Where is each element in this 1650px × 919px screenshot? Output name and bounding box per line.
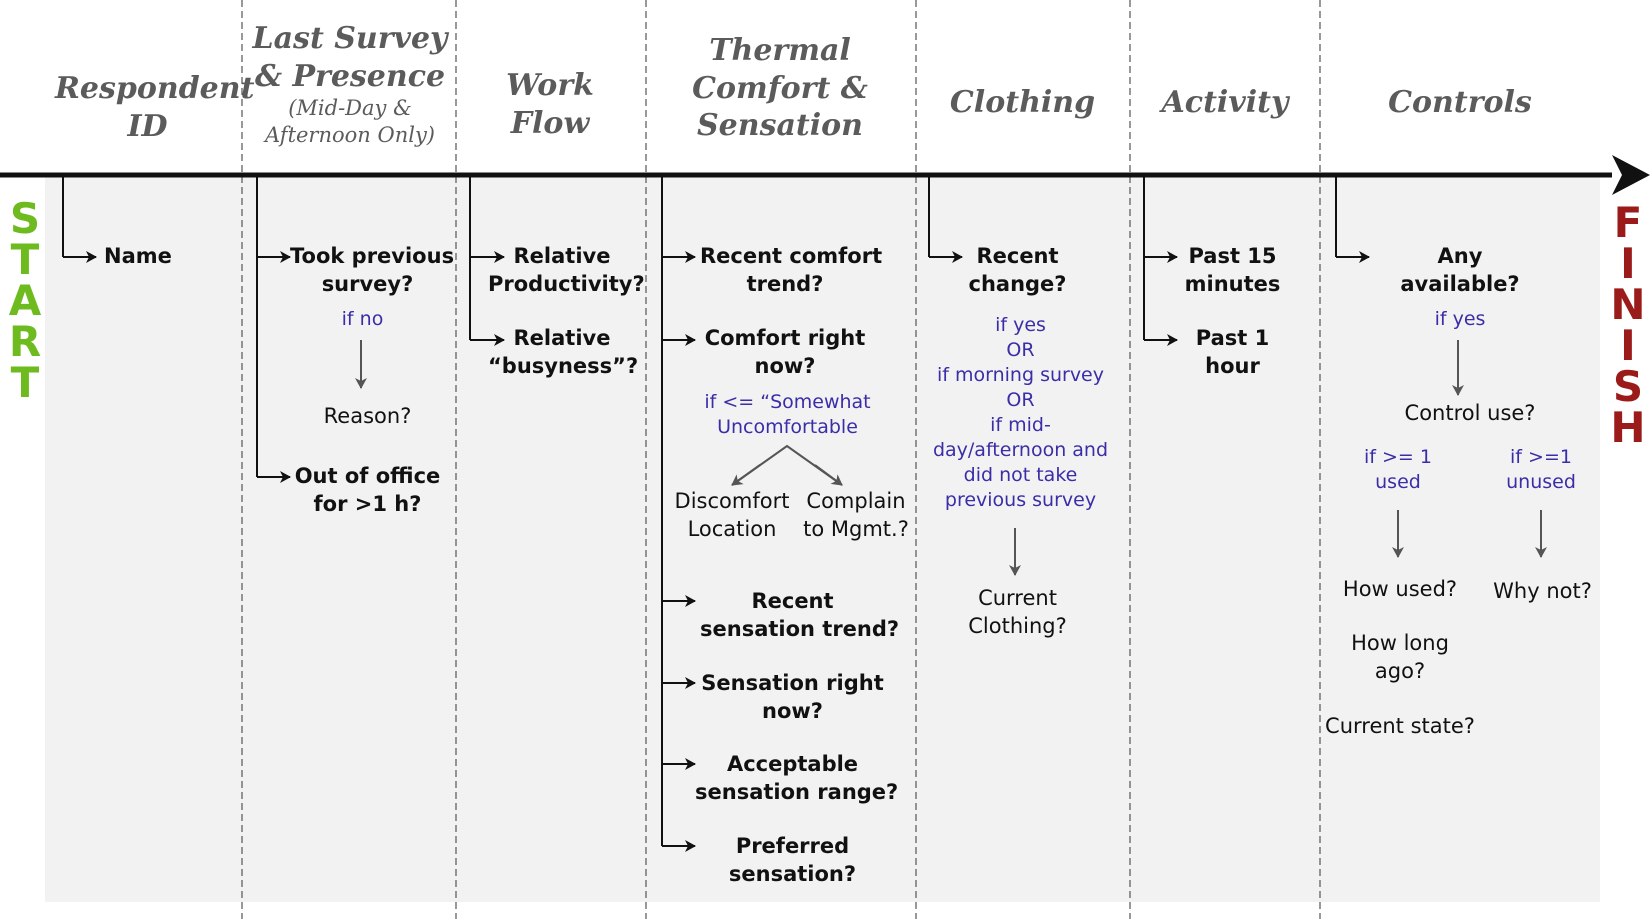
finish-letter: H xyxy=(1610,403,1646,452)
question-why-not: Why not? xyxy=(1493,579,1592,603)
question-relative-busyness: Relative“busyness”? xyxy=(488,326,639,378)
question-reason: Reason? xyxy=(323,404,412,428)
finish-letter: I xyxy=(1620,239,1636,288)
condition-if-yes: if yes xyxy=(1434,308,1486,330)
start-letter: T xyxy=(10,235,40,284)
start-letter: R xyxy=(8,317,42,366)
finish-letter: N xyxy=(1610,280,1646,329)
split-lines xyxy=(731,444,843,486)
split-arrow-right xyxy=(814,464,843,486)
finish-letter: F xyxy=(1613,198,1643,247)
question-name: Name xyxy=(104,244,172,268)
start-letter: S xyxy=(9,194,41,243)
condition-if-no: if no xyxy=(341,308,384,330)
finish-letter: S xyxy=(1612,362,1644,411)
header-activity: Activity xyxy=(1161,85,1289,120)
split-arrow-left xyxy=(731,464,761,486)
finish-letter: I xyxy=(1620,321,1636,370)
question-control-use: Control use? xyxy=(1404,401,1536,425)
header-clothing: Clothing xyxy=(949,85,1096,120)
column-dividers xyxy=(241,0,1321,919)
timeline-arrowhead xyxy=(1612,155,1650,195)
start-letter: A xyxy=(8,276,42,325)
survey-panel-background xyxy=(45,177,1600,902)
header-last-survey: Last Survey& Presence (Mid-Day &Afternoo… xyxy=(252,21,448,148)
condition-clothing: if yes OR if morning survey OR if mid- d… xyxy=(932,314,1109,511)
conditional-arrows xyxy=(355,340,1547,576)
header-controls: Controls xyxy=(1388,85,1532,120)
question-current-state: Current state? xyxy=(1325,714,1475,738)
question-how-used: How used? xyxy=(1342,577,1458,601)
start-letter: T xyxy=(10,358,40,407)
branch-lines xyxy=(62,175,1370,852)
